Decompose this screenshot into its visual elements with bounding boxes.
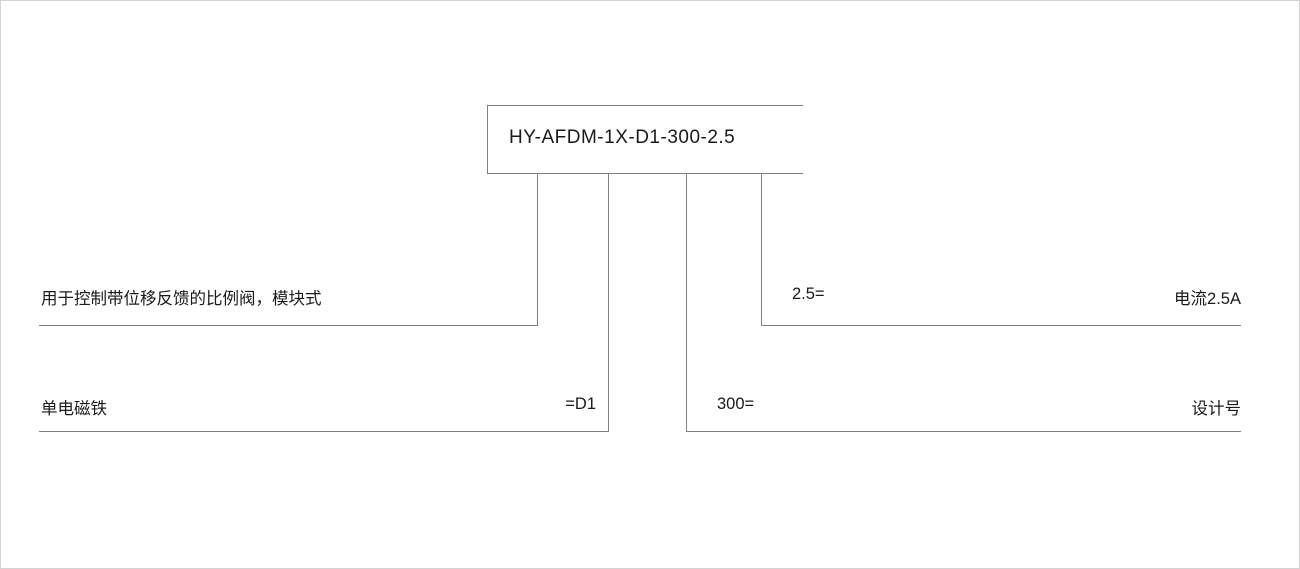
label-current-left: 2.5=	[792, 285, 825, 303]
label-design-left: 300=	[717, 395, 755, 413]
code-box-left-rule	[487, 105, 488, 173]
code-box-bottom-rule	[487, 173, 803, 174]
label-current-right: 电流2.5A	[1174, 290, 1241, 308]
rule-design	[686, 431, 1241, 432]
label-series-left: 用于控制带位移反馈的比例阀，模块式	[41, 290, 322, 308]
leader-line-current	[761, 173, 762, 325]
model-code-text: HY-AFDM-1X-D1-300-2.5	[509, 127, 736, 148]
rule-solenoid	[39, 431, 609, 432]
leader-line-design	[686, 173, 687, 431]
label-design-right: 设计号	[1191, 400, 1242, 418]
label-solenoid-left: 单电磁铁	[41, 400, 107, 418]
label-solenoid-right: =D1	[565, 395, 596, 413]
leader-line-solenoid	[608, 173, 609, 431]
rule-series	[39, 325, 538, 326]
leader-line-series	[537, 173, 538, 325]
rule-current	[761, 325, 1241, 326]
code-box-top-rule	[487, 105, 803, 106]
